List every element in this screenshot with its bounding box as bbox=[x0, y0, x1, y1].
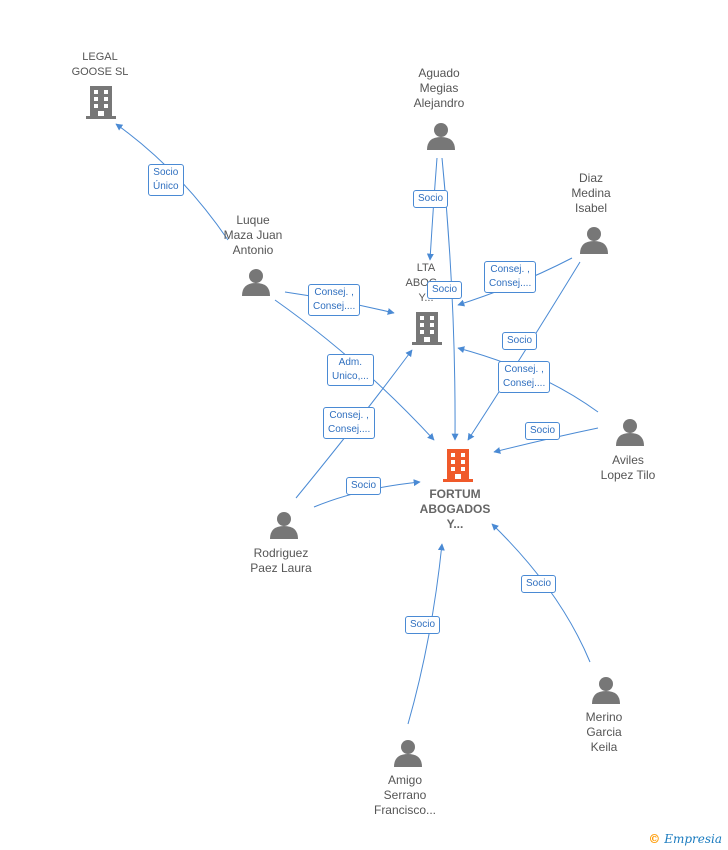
brand-name: Empresia bbox=[664, 832, 722, 846]
edge-label-merino-fortum[interactable]: Socio bbox=[521, 575, 557, 593]
copyright-icon: © bbox=[648, 832, 661, 846]
building-icon[interactable] bbox=[412, 312, 442, 345]
person-icon[interactable] bbox=[592, 677, 620, 704]
edge-label-diaz-lta[interactable]: Consej. , Consej.... bbox=[484, 261, 537, 293]
node-label-diaz[interactable]: Diaz Medina Isabel bbox=[571, 171, 611, 215]
node-label-aguado[interactable]: Aguado Megias Alejandro bbox=[413, 66, 465, 110]
main-building-icon[interactable] bbox=[443, 449, 473, 482]
node-label-aviles[interactable]: Aviles Lopez Tilo bbox=[600, 453, 656, 482]
node-label-rodriguez[interactable]: Rodriguez Paez Laura bbox=[250, 546, 312, 575]
person-icon[interactable] bbox=[580, 227, 608, 254]
person-icon[interactable] bbox=[427, 123, 455, 150]
node-label-luque[interactable]: Luque Maza Juan Antonio bbox=[223, 213, 283, 257]
node-label-merino[interactable]: Merino Garcia Keila bbox=[585, 710, 623, 754]
edge-label-socio-unico[interactable]: Socio Único bbox=[148, 164, 184, 196]
edge-label-diaz-fortum[interactable]: Socio bbox=[502, 332, 538, 350]
building-icon[interactable] bbox=[86, 86, 116, 119]
edge-label-aguado-lta[interactable]: Socio bbox=[413, 190, 449, 208]
edge-label-aviles-fortum[interactable]: Socio bbox=[525, 422, 561, 440]
edge-label-amigo-fortum[interactable]: Socio bbox=[405, 616, 441, 634]
edge-merino-fortum bbox=[491, 523, 591, 663]
person-icon[interactable] bbox=[242, 269, 270, 296]
edge-label-aviles-lta[interactable]: Consej. , Consej.... bbox=[498, 361, 551, 393]
node-label-fortum[interactable]: FORTUM ABOGADOS Y... bbox=[419, 487, 491, 531]
edge-label-luque-lta[interactable]: Consej. , Consej.... bbox=[308, 284, 361, 316]
node-label-amigo[interactable]: Amigo Serrano Francisco... bbox=[373, 773, 436, 817]
edge-label-luque-fortum[interactable]: Adm. Unico,... bbox=[327, 354, 374, 386]
edge-amigo-fortum bbox=[407, 543, 445, 725]
edge-aguado-lta bbox=[426, 157, 438, 261]
person-icon[interactable] bbox=[616, 419, 644, 446]
edge-label-rodriguez-lta[interactable]: Consej. , Consej.... bbox=[323, 407, 376, 439]
brand-watermark: © Empresia bbox=[648, 832, 722, 846]
edge-label-rodriguez-fortum[interactable]: Socio bbox=[346, 477, 382, 495]
person-icon[interactable] bbox=[270, 512, 298, 539]
edge-label-lta-socio[interactable]: Socio bbox=[427, 281, 463, 299]
node-label-legal-goose[interactable]: LEGAL GOOSE SL bbox=[71, 51, 129, 78]
edge-diaz-fortum bbox=[467, 261, 581, 441]
person-icon[interactable] bbox=[394, 740, 422, 767]
